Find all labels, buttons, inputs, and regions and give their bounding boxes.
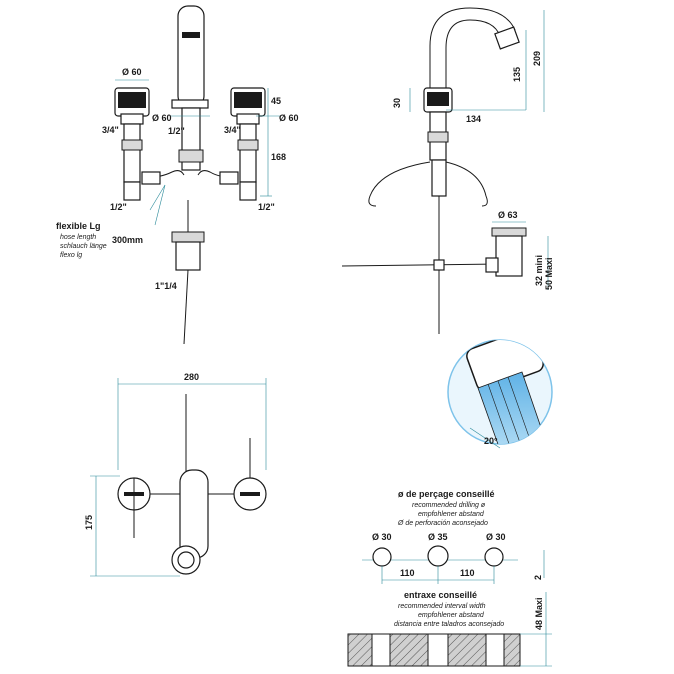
hole-right: Ø 30 — [486, 532, 506, 542]
flex-de: schlauch länge — [60, 243, 107, 250]
side-dim-30: 30 — [392, 98, 402, 108]
flex-en: hose length — [60, 234, 96, 241]
drilling-holes — [362, 545, 545, 584]
drilling-de: empfohlener abstand — [418, 511, 485, 518]
side-dim-50-maxi: 50 Maxi — [544, 257, 554, 290]
front-handle-dia-right: Ø 60 — [279, 113, 299, 123]
side-dim-134: 134 — [466, 114, 481, 124]
dim-48-maxi: 48 Maxi — [534, 597, 544, 630]
drilling-title: ø de perçage conseillé — [398, 489, 495, 499]
thread-right-bottom: 1/2" — [258, 202, 275, 212]
interval-title: entraxe conseillé — [404, 590, 477, 600]
thread-center: 1/2" — [168, 126, 185, 136]
side-drain-dia: Ø 63 — [498, 210, 518, 220]
hole-left: Ø 30 — [372, 532, 392, 542]
interval-de: empfohlener abstand — [418, 612, 485, 619]
drilling-en: recommended drilling ø — [412, 502, 486, 509]
detail-angle: 20° — [484, 436, 498, 446]
flex-title: flexible Lg — [56, 221, 101, 231]
front-view — [114, 5, 280, 345]
interval-en: recommended interval width — [398, 603, 486, 610]
flex-length: 300mm — [112, 235, 143, 245]
front-dim-45: 45 — [271, 96, 281, 106]
dim-2: 2 — [533, 575, 543, 580]
interval-es: distancia entre taladros aconsejado — [394, 621, 504, 628]
aerator-detail — [447, 339, 553, 449]
front-dim-168: 168 — [271, 152, 286, 162]
thread-left-top: 3/4" — [102, 125, 119, 135]
interval-section — [347, 592, 552, 667]
top-dim-280: 280 — [184, 372, 199, 382]
thread-right-top: 3/4" — [224, 125, 241, 135]
front-spout-dia: Ø 60 — [152, 113, 172, 123]
side-dim-32-mini: 32 mini — [534, 255, 544, 286]
side-view — [341, 7, 549, 334]
drilling-es: Ø de perforación aconsejado — [397, 520, 488, 527]
side-dim-135: 135 — [512, 67, 522, 82]
spacing-right: 110 — [460, 568, 475, 578]
side-dim-209: 209 — [532, 51, 542, 66]
front-handle-dia: Ø 60 — [122, 67, 142, 77]
thread-left-bottom: 1/2" — [110, 202, 127, 212]
flex-es: flexo lg — [60, 252, 82, 259]
top-view — [90, 378, 267, 577]
top-dim-175: 175 — [84, 515, 94, 530]
front-spout — [177, 5, 205, 107]
spacing-left: 110 — [400, 568, 415, 578]
side-spout — [429, 7, 516, 88]
drain-thread: 1"1/4 — [155, 281, 177, 291]
hole-center: Ø 35 — [428, 532, 448, 542]
